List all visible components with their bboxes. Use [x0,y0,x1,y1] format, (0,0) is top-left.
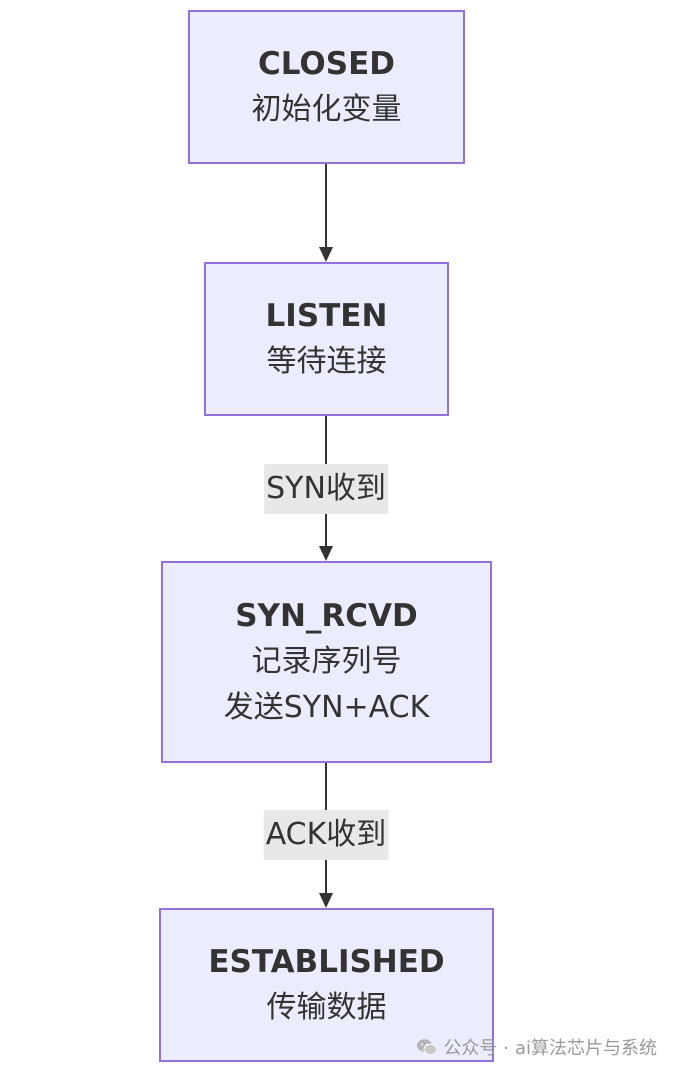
state-syn-rcvd-title: SYN_RCVD [235,598,418,634]
state-syn-rcvd-desc-2: 发送SYN+ACK [223,690,430,725]
state-closed-title: CLOSED [258,46,395,82]
state-listen-desc: 等待连接 [266,344,387,379]
state-closed: CLOSED 初始化变量 [188,10,465,164]
state-closed-desc: 初始化变量 [251,92,402,127]
state-established-desc: 传输数据 [266,990,387,1025]
arrowhead-icon [319,546,333,561]
edge-label-syn-received: SYN收到 [264,464,388,514]
watermark-prefix: 公众号 · [443,1038,509,1059]
arrowhead-icon [319,247,333,262]
wechat-icon [416,1039,438,1056]
state-established-title: ESTABLISHED [208,944,445,980]
state-syn-rcvd: SYN_RCVD 记录序列号 发送SYN+ACK [161,561,492,763]
edge-label-ack-received: ACK收到 [263,810,389,860]
watermark-account-name: ai算法芯片与系统 [514,1038,657,1059]
state-listen: LISTEN 等待连接 [204,262,449,416]
arrowhead-icon [319,893,333,908]
edge-closed-listen [319,164,333,262]
state-established: ESTABLISHED 传输数据 [159,908,494,1062]
watermark: 公众号 · ai算法芯片与系统 [416,1034,657,1060]
state-syn-rcvd-desc-1: 记录序列号 [251,644,402,679]
state-listen-title: LISTEN [265,298,388,334]
